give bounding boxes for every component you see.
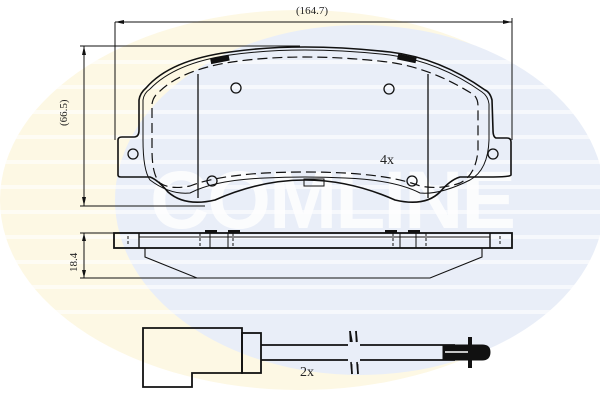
watermark-logo: COMLINE	[0, 10, 600, 390]
height-dimension-label: (66.5)	[58, 99, 70, 126]
pad-side-view	[80, 230, 513, 279]
thickness-dimension-label: 18.4	[68, 252, 80, 272]
pad-quantity-label: 4x	[380, 153, 394, 168]
pad-front-view	[80, 18, 513, 207]
sensor-quantity-label: 2x	[300, 365, 314, 380]
width-dimension-label: (164.7)	[296, 5, 329, 17]
wear-sensor	[142, 327, 491, 388]
